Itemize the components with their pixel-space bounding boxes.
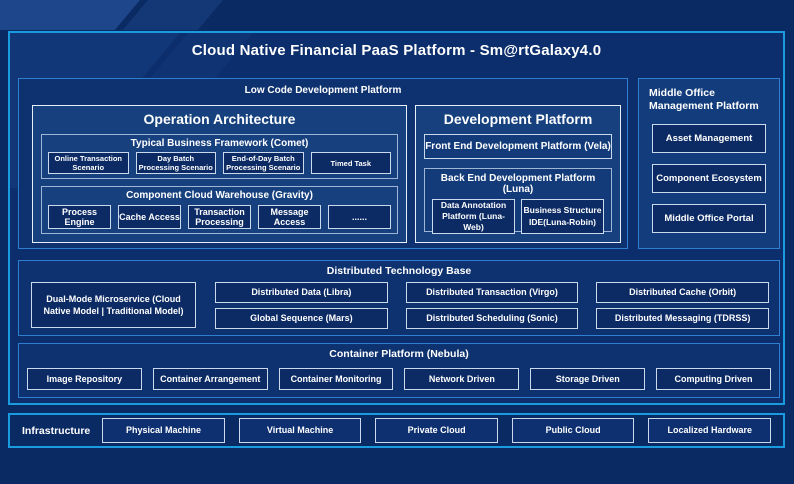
- distributed-technology-base-section: Distributed Technology Base Dual-Mode Mi…: [18, 260, 780, 336]
- box-timed-task: Timed Task: [310, 152, 391, 174]
- box-ellipsis-more: ......: [328, 205, 391, 229]
- box-data-annotation-platform-luna-web: Data Annotation Platform (Luna-Web): [432, 199, 515, 234]
- typical-business-framework-group: Typical Business Framework (Comet) Onlin…: [41, 134, 398, 179]
- box-network-driven: Network Driven: [404, 368, 520, 390]
- main-diagram-panel: Cloud Native Financial PaaS Platform - S…: [8, 31, 785, 405]
- low-code-development-platform-label: Low Code Development Platform: [244, 85, 402, 96]
- box-online-transaction-scenario: Online Transaction Scenario: [48, 152, 129, 174]
- box-container-monitoring: Container Monitoring: [278, 368, 394, 390]
- container-platform-items: Image Repository Container Arrangement C…: [19, 360, 779, 390]
- box-distributed-messaging-tdrss: Distributed Messaging (TDRSS): [596, 308, 769, 329]
- development-platform-title: Development Platform: [443, 111, 593, 127]
- low-code-development-platform-section: Low Code Development Platform Operation …: [18, 78, 628, 249]
- distributed-technology-base-title: Distributed Technology Base: [326, 265, 472, 277]
- back-end-development-platform-group: Back End Development Platform (Luna) Dat…: [424, 168, 612, 234]
- background-accent-band: [0, 0, 140, 30]
- box-distributed-scheduling-sonic: Distributed Scheduling (Sonic): [405, 308, 579, 329]
- back-end-development-platform-title: Back End Development Platform (Luna): [440, 173, 596, 195]
- box-storage-driven: Storage Driven: [530, 368, 646, 390]
- background-accent-band: [122, 0, 223, 30]
- box-component-ecosystem: Component Ecosystem: [652, 164, 766, 194]
- box-message-access: Message Access: [258, 205, 321, 229]
- box-distributed-data-libra: Distributed Data (Libra): [215, 282, 388, 303]
- container-platform-nebula-section: Container Platform (Nebula) Image Reposi…: [18, 343, 780, 398]
- box-physical-machine: Physical Machine: [102, 418, 225, 443]
- container-platform-title: Container Platform (Nebula): [329, 348, 469, 360]
- box-virtual-machine: Virtual Machine: [238, 418, 362, 443]
- operation-architecture-panel: Operation Architecture Typical Business …: [32, 105, 407, 243]
- box-dual-mode-microservice: Dual-Mode Microservice (Cloud Native Mod…: [31, 282, 196, 328]
- box-asset-management: Asset Management: [652, 124, 766, 154]
- box-container-arrangement: Container Arrangement: [152, 368, 268, 390]
- box-localized-hardware: Localized Hardware: [648, 418, 771, 443]
- box-cache-access: Cache Access: [118, 205, 181, 229]
- box-day-batch-processing-scenario: Day Batch Processing Scenario: [135, 152, 216, 174]
- infrastructure-label: Infrastructure: [22, 424, 91, 437]
- back-end-items: Data Annotation Platform (Luna-Web) Busi…: [425, 195, 611, 234]
- box-computing-driven: Computing Driven: [656, 368, 771, 390]
- component-cloud-warehouse-items: Process Engine Cache Access Transaction …: [42, 201, 397, 229]
- box-business-structure-ide-luna-robin: Business Structure IDE(Luna-Robin): [521, 199, 604, 234]
- infrastructure-items: Physical Machine Virtual Machine Private…: [102, 418, 771, 443]
- operation-architecture-title: Operation Architecture: [143, 111, 296, 127]
- box-front-end-development-platform-vela: Front End Development Platform (Vela): [424, 134, 612, 159]
- box-distributed-transaction-virgo: Distributed Transaction (Virgo): [405, 282, 579, 303]
- box-transaction-processing: Transaction Processing: [188, 205, 251, 229]
- infrastructure-section: Infrastructure Physical Machine Virtual …: [8, 413, 785, 448]
- middle-office-management-platform-section: Middle Office Management Platform Asset …: [638, 78, 780, 249]
- development-platform-panel: Development Platform Front End Developme…: [415, 105, 621, 243]
- typical-business-framework-title: Typical Business Framework (Comet): [130, 138, 309, 149]
- box-process-engine: Process Engine: [48, 205, 111, 229]
- box-distributed-cache-orbit: Distributed Cache (Orbit): [596, 282, 769, 303]
- component-cloud-warehouse-group: Component Cloud Warehouse (Gravity) Proc…: [41, 186, 398, 234]
- box-end-of-day-batch-processing-scenario: End-of-Day Batch Processing Scenario: [223, 152, 304, 174]
- page-title: Cloud Native Financial PaaS Platform - S…: [191, 42, 602, 59]
- component-cloud-warehouse-title: Component Cloud Warehouse (Gravity): [126, 190, 313, 201]
- box-public-cloud: Public Cloud: [511, 418, 635, 443]
- typical-business-framework-items: Online Transaction Scenario Day Batch Pr…: [42, 149, 397, 174]
- middle-office-management-platform-title: Middle Office Management Platform: [649, 87, 759, 113]
- box-private-cloud: Private Cloud: [375, 418, 498, 443]
- box-middle-office-portal: Middle Office Portal: [652, 204, 766, 234]
- box-global-sequence-mars: Global Sequence (Mars): [215, 308, 388, 329]
- distributed-technology-grid: Distributed Data (Libra) Distributed Tra…: [215, 282, 769, 329]
- box-image-repository: Image Repository: [27, 368, 142, 390]
